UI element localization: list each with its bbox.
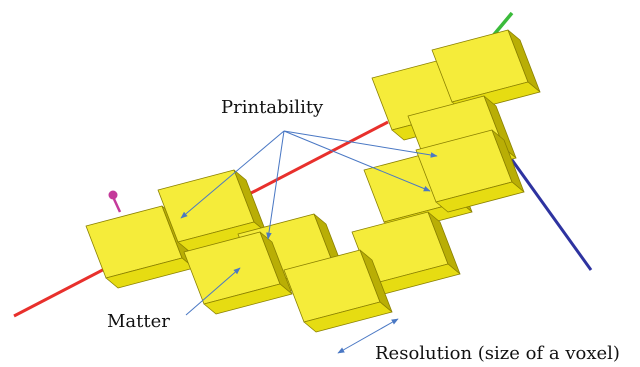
voxel-matter-front-face (203, 283, 293, 315)
annotation-arrows (180, 130, 438, 354)
resolution-label: Resolution (size of a voxel) (375, 343, 620, 364)
printability-arrow-4 (283, 130, 431, 192)
voxel-bottom-left-front-face (303, 301, 393, 333)
matter-arrow (185, 267, 241, 316)
resolution-arrow (337, 318, 399, 354)
voxel-group (85, 29, 541, 333)
voxel-right-corner-front-face (435, 181, 525, 213)
origin-marker-stem (112, 198, 122, 213)
voxel-right-corner (415, 129, 525, 213)
voxel-bottom-left (283, 249, 393, 333)
voxel-top-right-2 (431, 29, 541, 113)
printability-arrow-2 (266, 130, 285, 240)
printability-arrow-1 (180, 130, 285, 219)
axis-origin-marker-icon (108, 190, 118, 200)
voxel-left-2 (157, 169, 267, 253)
matter-label: Matter (107, 311, 170, 332)
voxel-bottom-right (351, 211, 461, 295)
printability-label: Printability (221, 97, 324, 118)
printability-arrow-3 (283, 130, 438, 158)
